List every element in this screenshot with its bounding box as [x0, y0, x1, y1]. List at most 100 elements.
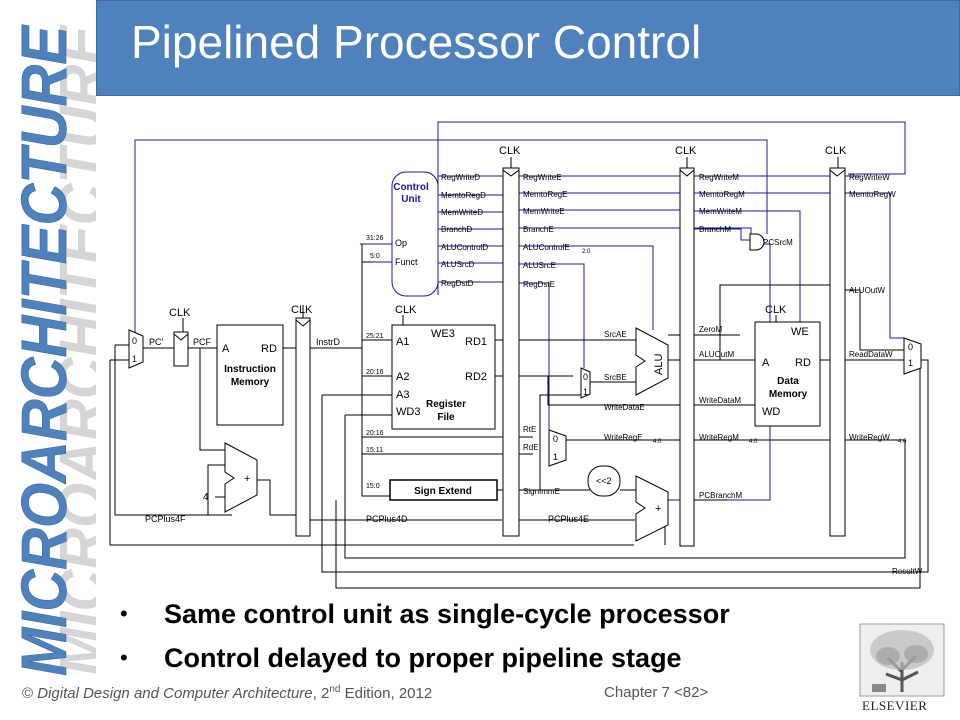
pc-mux-1: 1 [132, 354, 137, 364]
control-e-labels: RegWriteE MemtoRegE MemWriteE BranchE AL… [523, 173, 591, 289]
writerege-sub: 4:0 [653, 439, 662, 445]
branch-and-gate [749, 233, 765, 251]
pc-adder [224, 442, 258, 513]
rf-we3: WE3 [431, 328, 455, 340]
bits-25-21: 25:21 [366, 333, 384, 340]
rf-label-1: Register [426, 399, 466, 410]
control-d-labels: RegWriteD MemtoRegD MemWriteD BranchD AL… [441, 173, 488, 288]
memtoregm: MemtoRegM [699, 190, 745, 199]
clk-dm: CLK [765, 304, 787, 316]
memtorege: MemtoRegE [523, 190, 567, 199]
rde-label: RdE [523, 443, 539, 452]
memtoregd: MemtoRegD [441, 191, 486, 200]
branch-adder-plus: + [655, 503, 661, 515]
bits-15-0: 15:0 [366, 483, 380, 490]
alucontrole: ALUControlE [523, 243, 570, 252]
slide-title: Pipelined Processor Control [131, 16, 702, 68]
bits-5-0: 5:0 [370, 253, 380, 260]
data-memory [754, 321, 821, 427]
pcbranchm-label: PCBranchM [699, 491, 742, 500]
book-title: Digital Design and Computer Architecture [37, 685, 313, 702]
alusrce: ALUSrcE [523, 261, 556, 270]
muxes [128, 329, 922, 467]
regdst-mux-0: 0 [553, 434, 558, 444]
result-mux [903, 337, 922, 375]
dm-label-2: Memory [769, 389, 808, 400]
copyright-symbol: © [22, 685, 34, 702]
dm-a: A [762, 357, 770, 369]
four-label: 4 [203, 492, 209, 503]
memwrited: MemWriteD [441, 208, 483, 217]
rf-a1: A1 [396, 336, 409, 348]
register-file [391, 324, 496, 430]
pc-register [173, 331, 189, 367]
pcplus4d-label: PCPlus4D [366, 514, 408, 524]
control-unit [391, 171, 439, 297]
control-w-labels: RegWriteW MemtoRegW [849, 173, 896, 199]
bits-31-26: 31:26 [366, 235, 384, 242]
clk-pc: CLK [169, 307, 191, 319]
instruction-memory [216, 324, 284, 426]
writeregw-sub: 4:0 [898, 439, 907, 445]
bullet-dot: • [120, 601, 128, 626]
blocks [216, 171, 821, 501]
control-unit-label-1: Control [393, 182, 429, 193]
aluoutw-label: ALUOutW [849, 286, 885, 295]
readdataw-label: ReadDataW [849, 350, 893, 359]
bits-15-11: 15:11 [366, 447, 383, 454]
imem-label-1: Instruction [224, 364, 276, 375]
clk-mw: CLK [825, 145, 847, 157]
alus [224, 327, 669, 542]
srcb-mux-0: 0 [583, 372, 588, 382]
rf-label-2: File [437, 412, 455, 423]
edition-post: Edition, 2012 [340, 685, 433, 702]
dm-rd: RD [795, 357, 811, 369]
branche: BranchE [523, 225, 554, 234]
regdst-mux-1: 1 [553, 452, 558, 462]
result-mux-1: 1 [908, 358, 913, 368]
srcb-mux [580, 367, 591, 399]
rf-wd3: WD3 [396, 406, 420, 418]
pcplus4e-label: PCPlus4E [548, 514, 589, 524]
clk-fd: CLK [291, 304, 313, 316]
writedatae-label: WriteDataE [604, 403, 645, 412]
footer-citation: © Digital Design and Computer Architectu… [22, 684, 432, 702]
edition-sup: nd [329, 684, 341, 695]
srcae-label: SrcAE [604, 330, 627, 339]
zerom-label: ZeroM [699, 325, 722, 334]
clk-de: CLK [499, 145, 521, 157]
result-mux-0: 0 [908, 342, 913, 352]
srcbe-label: SrcBE [604, 373, 627, 382]
elsevier-text: ELSEVIER [862, 698, 928, 713]
branch-adder [635, 475, 669, 542]
regdstd: RegDstD [441, 279, 474, 288]
de-register [502, 167, 520, 537]
rf-a2: A2 [396, 371, 409, 383]
pc-mux [128, 329, 144, 369]
pc-adder-plus: + [244, 473, 250, 485]
bullet-list: • Same control unit as single-cycle proc… [120, 592, 840, 680]
shift-left-2 [587, 465, 621, 497]
writeregm-sub: 4:0 [749, 439, 758, 445]
pc-prime-label: PC' [149, 337, 164, 347]
side-text-shadow: MICROARCHITECTURE [46, 24, 96, 676]
dm-we: WE [791, 326, 809, 338]
control-m-labels: RegWriteM MemtoRegM MemWriteM BranchM PC… [699, 173, 793, 247]
alucontrold: ALUControlD [441, 243, 488, 252]
regwrited: RegWriteD [441, 173, 480, 182]
title-bar: Pipelined Processor Control [96, 0, 960, 96]
srcb-mux-1: 1 [583, 387, 588, 397]
regdste: RegDstE [523, 280, 555, 289]
bullet-item: • Control delayed to proper pipeline sta… [120, 636, 840, 680]
instrd-label: InstrD [316, 337, 341, 347]
bullet-text: Control delayed to proper pipeline stage [164, 642, 682, 673]
writeregm-label: WriteRegM [699, 433, 739, 442]
control-unit-label-2: Unit [401, 194, 421, 205]
dm-label-1: Data [777, 376, 799, 387]
clk-rf: CLK [395, 304, 417, 316]
writedatam-label: WriteDataM [699, 396, 741, 405]
sign-extend [389, 479, 498, 501]
regwritee: RegWriteE [523, 173, 562, 182]
bullet-text: Same control unit as single-cycle proces… [164, 598, 730, 629]
